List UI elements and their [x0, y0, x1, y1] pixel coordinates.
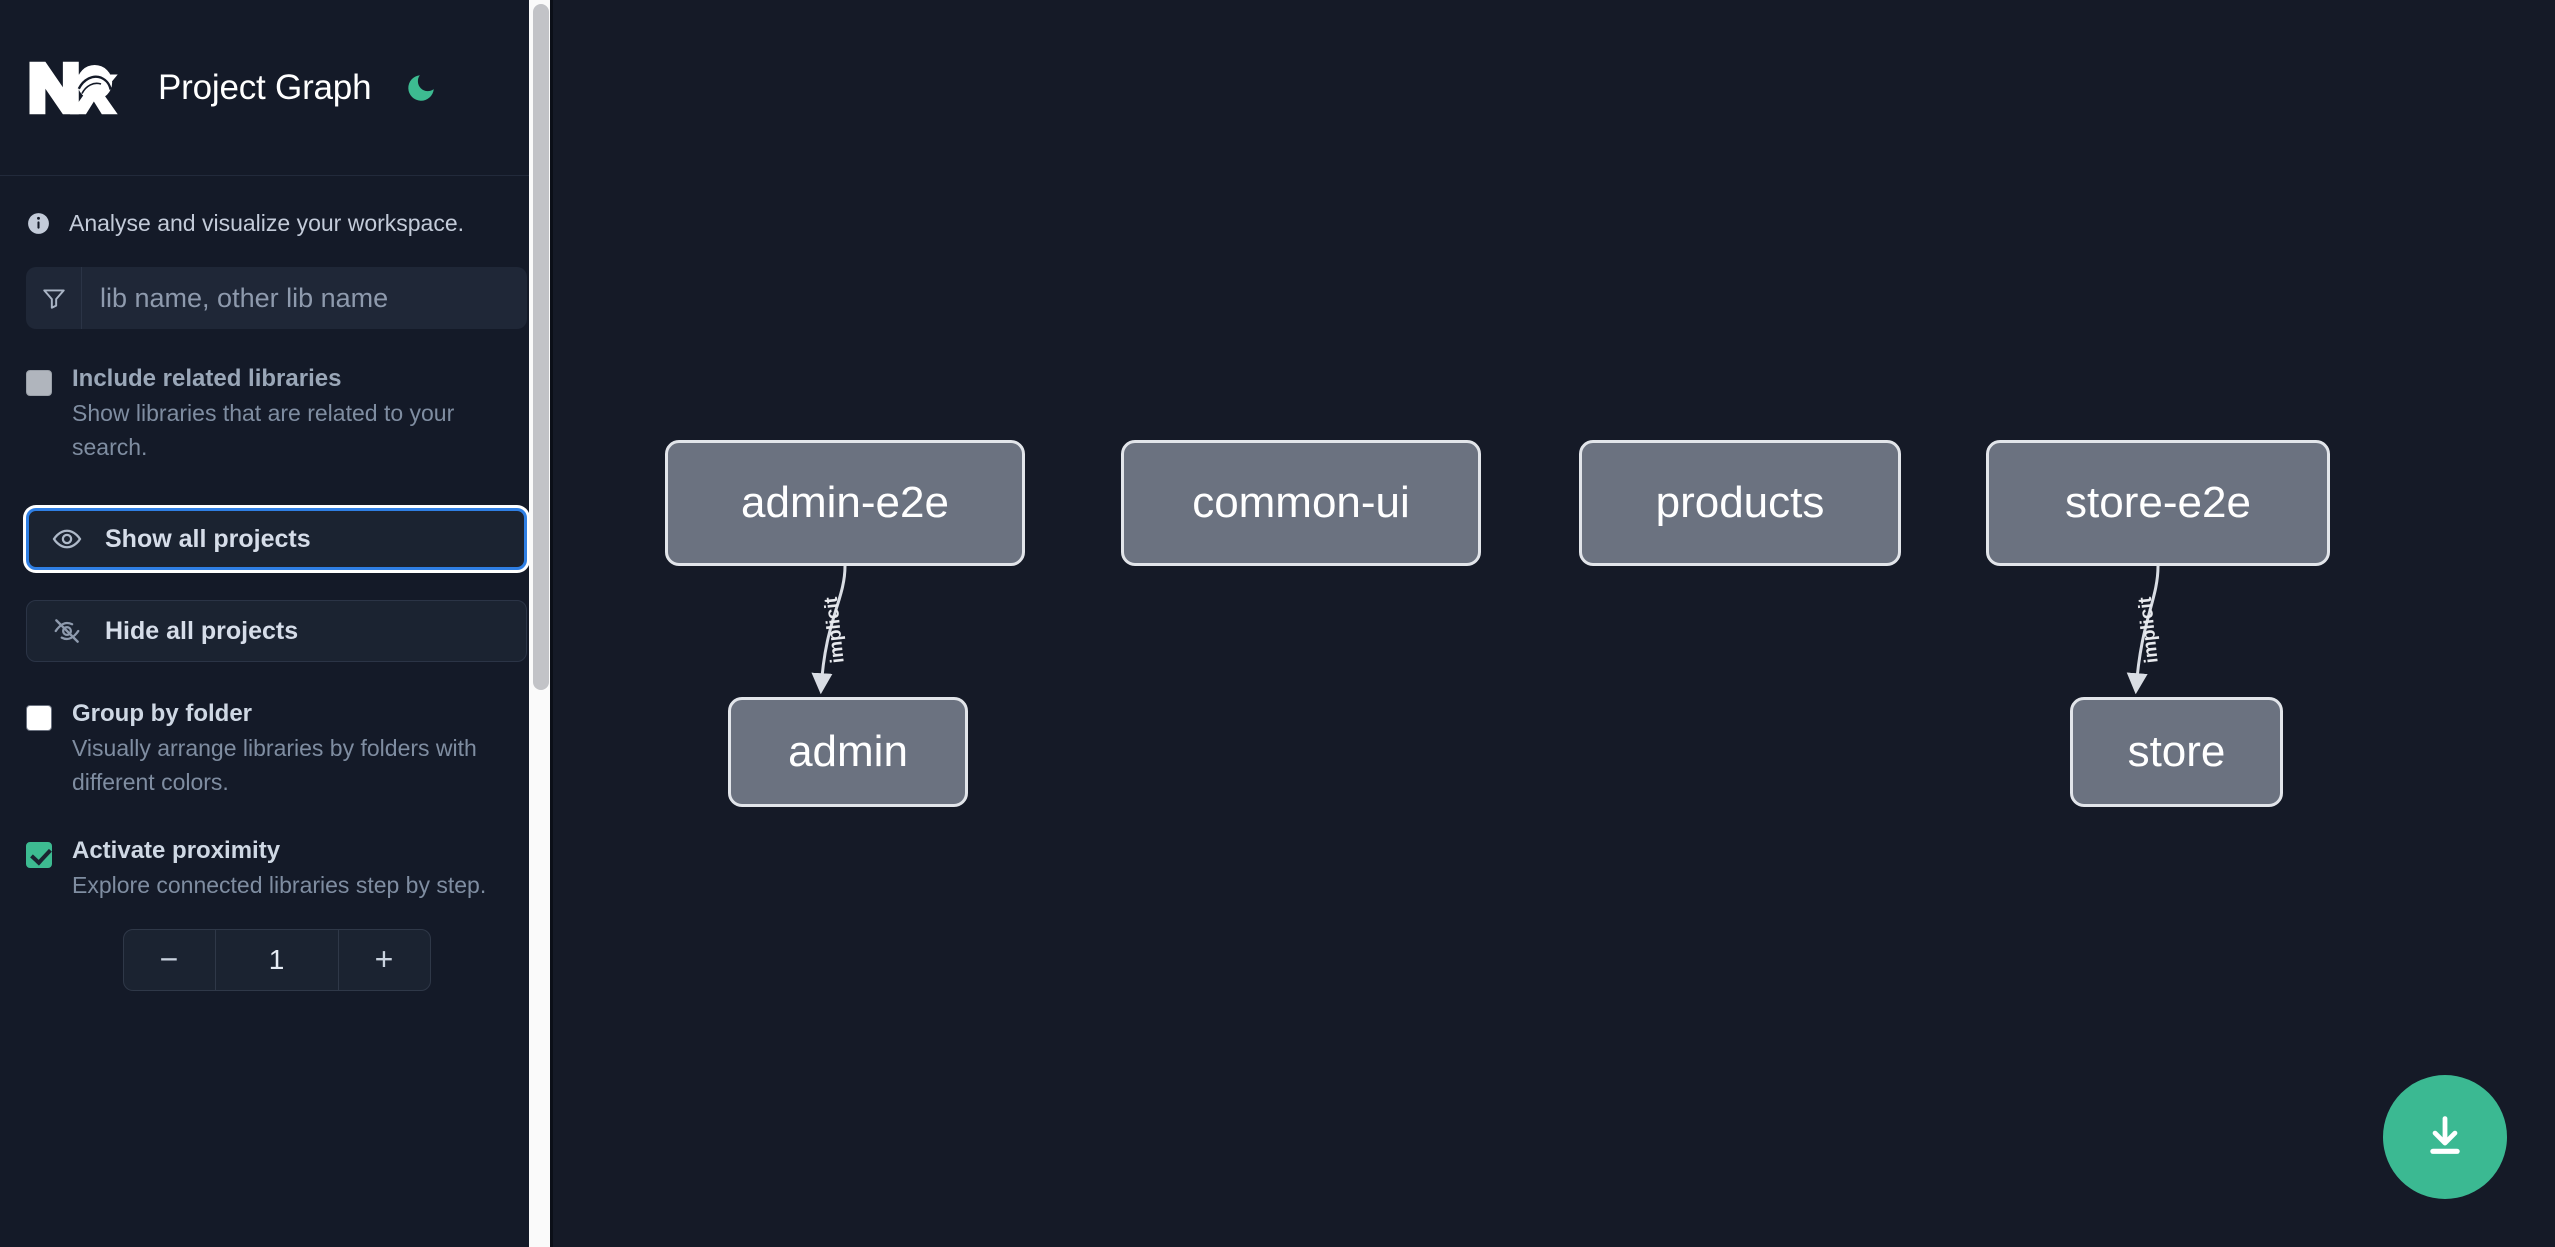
- graph-node-store-e2e-label: store-e2e: [2065, 478, 2251, 527]
- search-input[interactable]: [82, 267, 527, 329]
- include-related-libraries-checkbox: [26, 370, 52, 396]
- graph-node-products[interactable]: products: [1579, 440, 1901, 566]
- proximity-decrement-button[interactable]: −: [124, 929, 216, 990]
- sidebar-header: Project Graph: [0, 0, 553, 176]
- proximity-stepper: − 1 +: [26, 928, 527, 991]
- search-box[interactable]: [26, 267, 527, 329]
- proximity-increment-button[interactable]: +: [337, 929, 430, 990]
- moon-icon[interactable]: [401, 68, 441, 108]
- graph-node-admin[interactable]: admin: [728, 697, 968, 807]
- activate-proximity-description: Explore connected libraries step by step…: [72, 872, 487, 899]
- include-related-libraries-label: Include related libraries: [72, 365, 342, 392]
- hide-all-projects-label: Hide all projects: [105, 616, 299, 645]
- group-by-folder-description: Visually arrange libraries by folders wi…: [72, 735, 477, 795]
- graph-edges: [811, 565, 2160, 695]
- show-all-projects-button[interactable]: Show all projects: [26, 508, 527, 570]
- workspace-info: Analyse and visualize your workspace.: [0, 176, 553, 267]
- graph-node-common-ui[interactable]: common-ui: [1121, 440, 1481, 566]
- include-related-libraries-description: Show libraries that are related to your …: [72, 400, 455, 460]
- edge-admin-e2e-admin: [811, 565, 847, 695]
- graph-node-products-label: products: [1655, 478, 1825, 527]
- graph-node-store-label: store: [2127, 727, 2226, 776]
- sidebar-body: Include related libraries Show libraries…: [0, 267, 553, 991]
- activate-proximity-checkbox[interactable]: [26, 842, 52, 868]
- option-include-related-libraries[interactable]: Include related libraries Show libraries…: [26, 365, 527, 464]
- graph-canvas[interactable]: admin-e2e common-ui products store-e2e a…: [553, 0, 2555, 1247]
- group-by-folder-checkbox[interactable]: [26, 705, 52, 731]
- sidebar-scrollbar-thumb[interactable]: [533, 4, 549, 690]
- sidebar-scrollbar[interactable]: [529, 0, 553, 1247]
- sidebar: Project Graph Analyse and visualize your…: [0, 0, 553, 1247]
- sidebar-divider: [550, 0, 553, 1247]
- activate-proximity-label: Activate proximity: [72, 837, 281, 864]
- proximity-value: 1: [268, 943, 285, 975]
- graph-node-admin-e2e[interactable]: admin-e2e: [665, 440, 1025, 566]
- group-by-folder-label: Group by folder: [72, 700, 252, 727]
- workspace-info-text: Analyse and visualize your workspace.: [69, 210, 465, 236]
- option-activate-proximity[interactable]: Activate proximity Explore connected lib…: [26, 837, 527, 903]
- info-circle-icon: [26, 211, 51, 236]
- page-title: Project Graph: [158, 67, 372, 107]
- hide-all-projects-button[interactable]: Hide all projects: [26, 600, 527, 662]
- edge-store-e2e-store: [2126, 565, 2160, 695]
- show-all-projects-label: Show all projects: [105, 524, 311, 553]
- graph-node-store-e2e[interactable]: store-e2e: [1986, 440, 2330, 566]
- graph-node-store[interactable]: store: [2070, 697, 2283, 807]
- filter-funnel-icon: [26, 267, 82, 329]
- download-graph-button[interactable]: [2383, 1075, 2507, 1199]
- eye-slash-icon: [51, 615, 83, 647]
- download-icon: [2430, 1116, 2460, 1154]
- graph-node-admin-e2e-label: admin-e2e: [741, 478, 949, 527]
- graph-node-admin-label: admin: [788, 727, 908, 776]
- nx-logo-icon: [26, 57, 122, 119]
- option-group-by-folder[interactable]: Group by folder Visually arrange librari…: [26, 700, 527, 799]
- eye-icon: [51, 523, 83, 555]
- graph-node-common-ui-label: common-ui: [1192, 478, 1410, 527]
